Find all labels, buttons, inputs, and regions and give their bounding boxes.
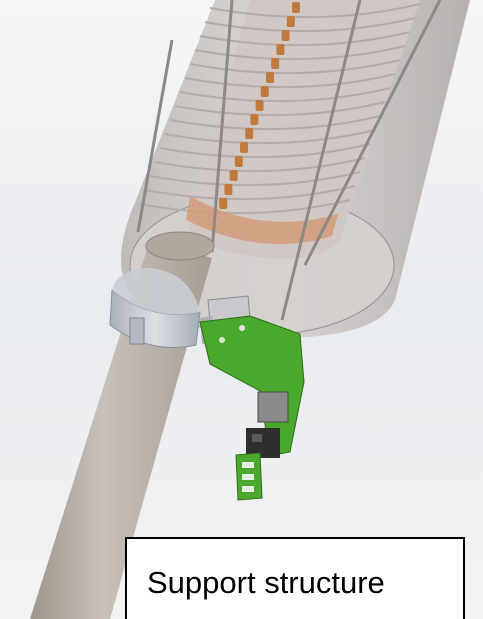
coil-ring bbox=[144, 185, 356, 201]
coil-ring bbox=[184, 73, 396, 89]
coil-ring bbox=[169, 115, 381, 131]
copper-pin bbox=[281, 30, 290, 41]
coil-ring bbox=[154, 157, 366, 173]
coil-body bbox=[188, 0, 420, 259]
copper-pin bbox=[240, 142, 248, 153]
rod-clamp bbox=[109, 268, 201, 348]
connector-dark bbox=[246, 428, 280, 458]
copper-pin bbox=[266, 72, 274, 83]
caption-label: Support structure bbox=[147, 565, 385, 600]
pcb-bracket bbox=[199, 315, 305, 501]
caption-box: Support structure bbox=[125, 537, 465, 619]
copper-pin bbox=[229, 170, 238, 181]
copper-pin bbox=[292, 2, 300, 13]
copper-pin bbox=[234, 156, 243, 167]
clamp-screw bbox=[129, 317, 145, 345]
copper-pin bbox=[286, 16, 295, 27]
connector-housing bbox=[257, 391, 289, 423]
coil-ring bbox=[164, 129, 376, 145]
guide-rod-left bbox=[136, 39, 174, 233]
copper-pin bbox=[224, 184, 233, 195]
copper-pin bbox=[271, 58, 280, 69]
copper-pin bbox=[255, 100, 264, 111]
coil-ring bbox=[194, 45, 406, 61]
coil-ring bbox=[189, 59, 401, 75]
coil-ring bbox=[149, 171, 361, 187]
coil-ring bbox=[204, 17, 416, 33]
copper-pin bbox=[276, 44, 285, 55]
coil-rings bbox=[139, 3, 421, 215]
copper-pin bbox=[245, 128, 254, 139]
rod-top bbox=[145, 231, 215, 261]
coil-ring bbox=[209, 3, 421, 19]
copper-pin bbox=[219, 198, 228, 209]
guide-rod-far bbox=[303, 0, 442, 266]
coil-ring bbox=[159, 143, 371, 159]
coil-ring bbox=[174, 101, 386, 117]
coil-ring bbox=[199, 31, 411, 47]
copper-pin bbox=[260, 86, 269, 97]
clamp-top bbox=[112, 268, 200, 315]
guide-rod-right bbox=[280, 0, 362, 321]
coil-ring bbox=[139, 199, 351, 215]
copper-pin bbox=[250, 114, 259, 125]
copper-band bbox=[186, 196, 338, 245]
copper-pins bbox=[219, 2, 300, 209]
guide-rod-mid bbox=[210, 0, 234, 253]
coil-ring bbox=[179, 87, 391, 103]
